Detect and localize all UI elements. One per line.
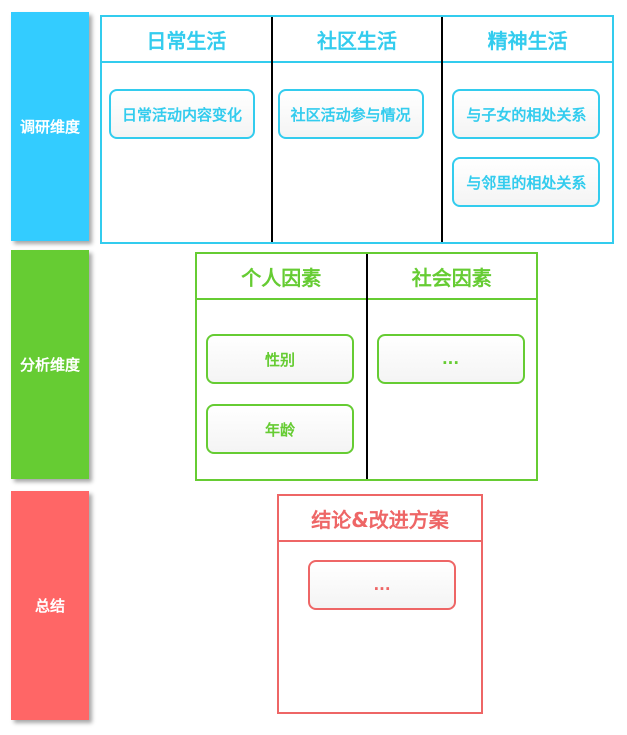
- node-box: 日常活动内容变化: [109, 89, 255, 139]
- research-column-community: 社区生活 社区活动参与情况: [270, 17, 442, 242]
- column-title: 精神生活: [443, 17, 613, 63]
- analysis-column-social: 社会因素 ...: [365, 254, 536, 479]
- analysis-panel: 个人因素 性别 年龄 社会因素 ...: [195, 252, 538, 481]
- band-summary: 总结: [11, 491, 89, 720]
- node-box: ...: [376, 334, 525, 384]
- node-box: 社区活动参与情况: [277, 89, 424, 139]
- column-title: 日常生活: [102, 17, 271, 63]
- node-box: 性别: [206, 334, 354, 384]
- summary-column: 结论&改进方案 ...: [279, 496, 481, 712]
- column-title: 社会因素: [367, 254, 536, 300]
- column-title: 社区生活: [272, 17, 442, 63]
- summary-panel: 结论&改进方案 ...: [277, 494, 483, 714]
- node-box: 年龄: [206, 404, 354, 454]
- node-box: ...: [308, 560, 456, 610]
- research-column-daily: 日常生活 日常活动内容变化: [102, 17, 271, 242]
- research-column-spiritual: 精神生活 与子女的相处关系 与邻里的相处关系: [441, 17, 613, 242]
- research-panel: 日常生活 日常活动内容变化 社区生活 社区活动参与情况 精神生活 与子女的相处关…: [100, 15, 614, 244]
- analysis-column-personal: 个人因素 性别 年龄: [197, 254, 366, 479]
- node-box: 与邻里的相处关系: [452, 157, 601, 207]
- node-box: 与子女的相处关系: [452, 89, 601, 139]
- column-title: 结论&改进方案: [279, 496, 481, 542]
- band-research: 调研维度: [11, 12, 89, 241]
- band-analysis: 分析维度: [11, 250, 89, 479]
- column-title: 个人因素: [197, 254, 366, 300]
